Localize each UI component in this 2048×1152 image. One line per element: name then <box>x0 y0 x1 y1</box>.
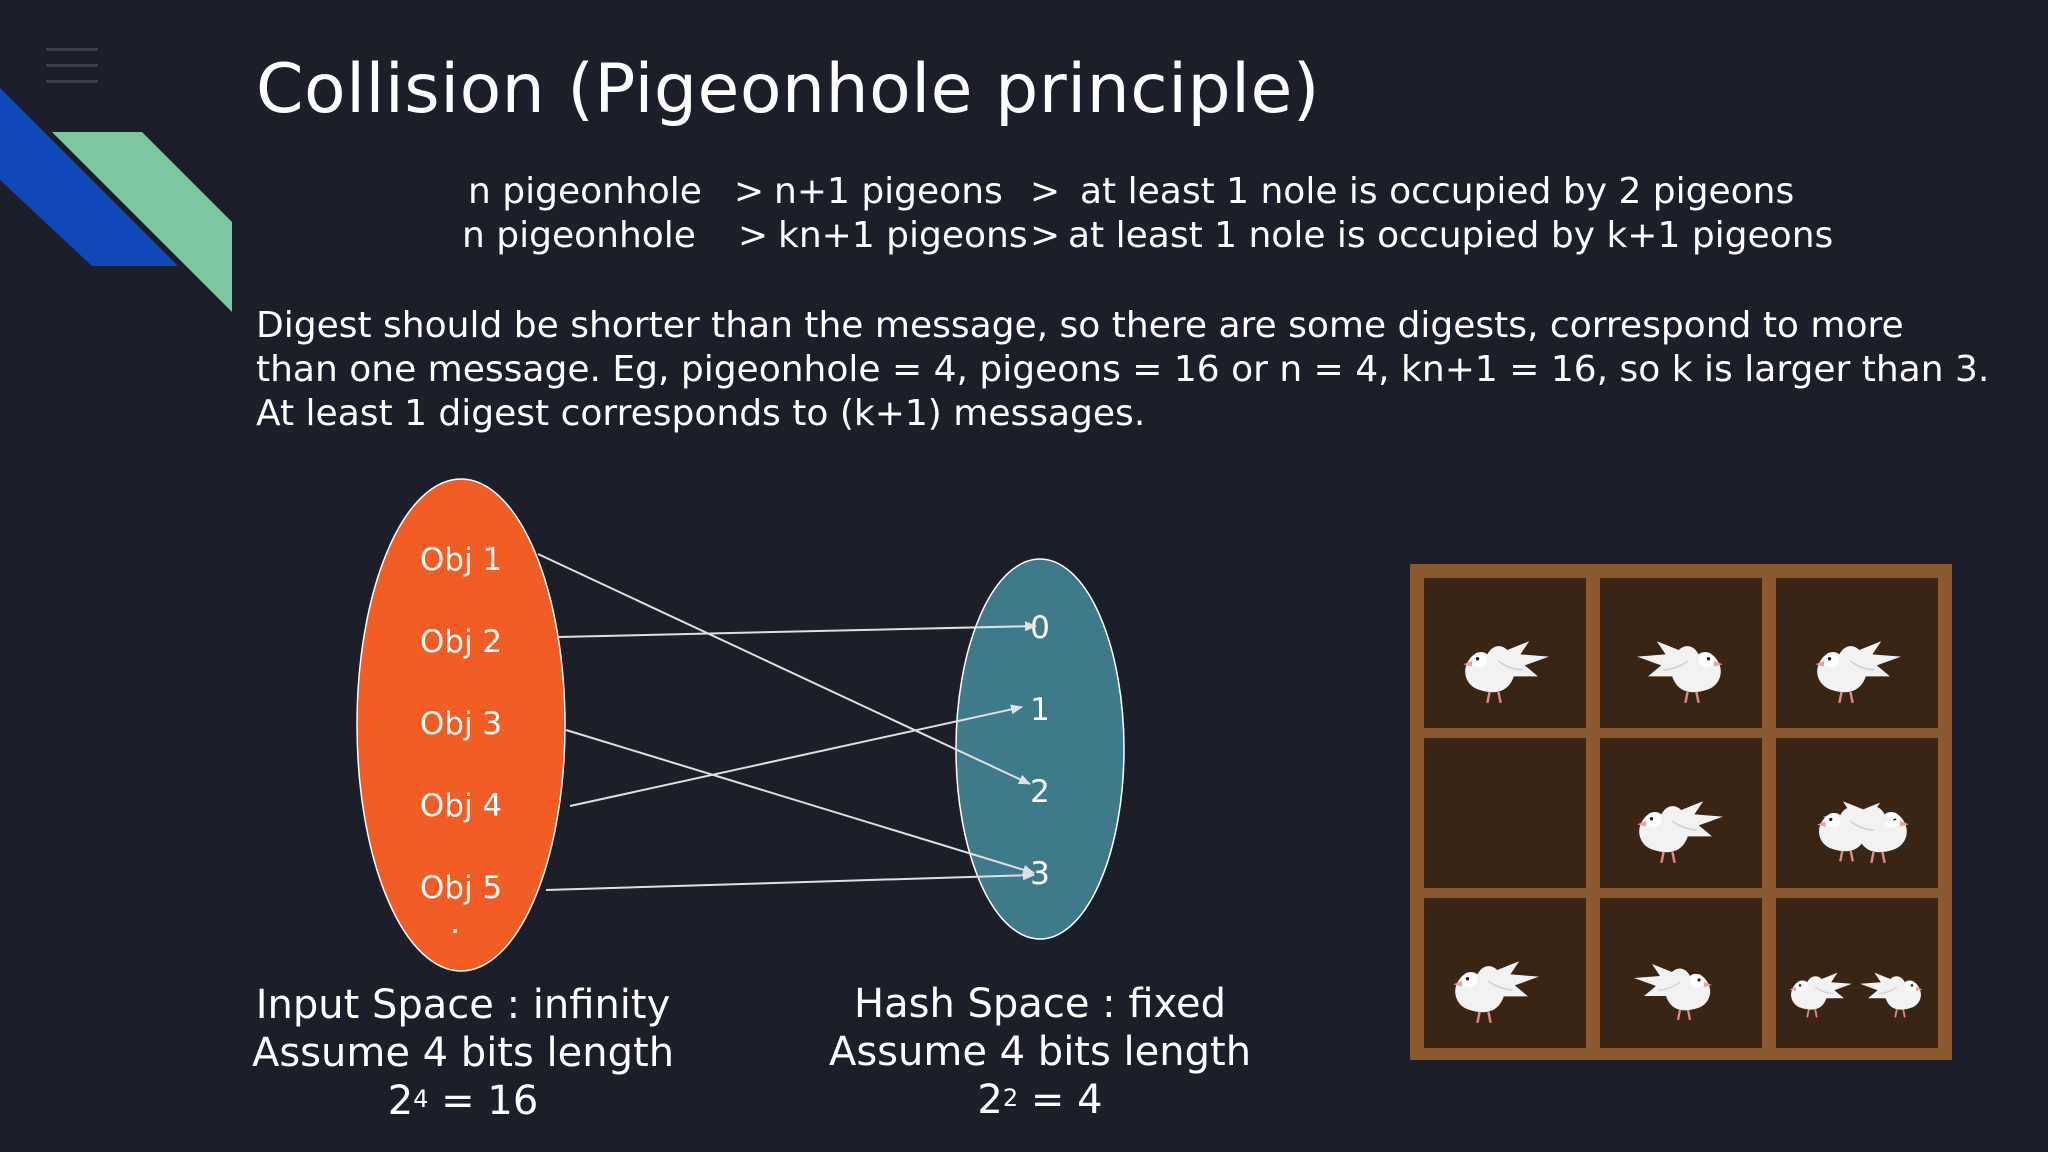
hash-value-3: 3 <box>1030 856 1050 892</box>
hash-value-1: 1 <box>1030 692 1050 728</box>
hash-base: 2 <box>977 1077 1002 1123</box>
hash-exponent: 2 <box>1003 1084 1018 1112</box>
input-exponent: 4 <box>413 1085 428 1113</box>
pigeonhole-illustration <box>1410 564 1952 1060</box>
input-base: 2 <box>388 1078 413 1124</box>
input-more-dot: · <box>450 914 460 950</box>
hash-value-2: 2 <box>1030 774 1050 810</box>
hash-mapping-diagram: Obj 1 Obj 2 Obj 3 Obj 4 Obj 5 · 0 1 2 3 <box>0 0 1200 1000</box>
hash-space-bits: Assume 4 bits length <box>820 1028 1260 1076</box>
input-space-caption: Input Space : infinity Assume 4 bits len… <box>246 981 680 1125</box>
arrow-obj2-to-0 <box>558 626 1036 637</box>
input-obj-4: Obj 4 <box>420 788 502 824</box>
hash-space-formula: 22 = 4 <box>820 1076 1260 1124</box>
hash-value-0: 0 <box>1030 610 1050 646</box>
arrow-obj1-to-2 <box>538 554 1030 784</box>
input-obj-3: Obj 3 <box>420 706 502 742</box>
input-obj-2: Obj 2 <box>420 624 502 660</box>
hash-result: = 4 <box>1018 1077 1102 1123</box>
input-obj-5: Obj 5 <box>420 870 502 906</box>
input-result: = 16 <box>428 1078 538 1124</box>
hash-space-caption: Hash Space : fixed Assume 4 bits length … <box>820 980 1260 1124</box>
arrow-obj5-to-3 <box>546 875 1034 890</box>
input-space-formula: 24 = 16 <box>246 1077 680 1125</box>
input-space-bits: Assume 4 bits length <box>246 1029 680 1077</box>
hash-space-label: Hash Space : fixed <box>820 980 1260 1028</box>
input-obj-1: Obj 1 <box>420 542 502 578</box>
input-space-label: Input Space : infinity <box>246 981 680 1029</box>
arrow-obj4-to-1 <box>570 707 1022 806</box>
